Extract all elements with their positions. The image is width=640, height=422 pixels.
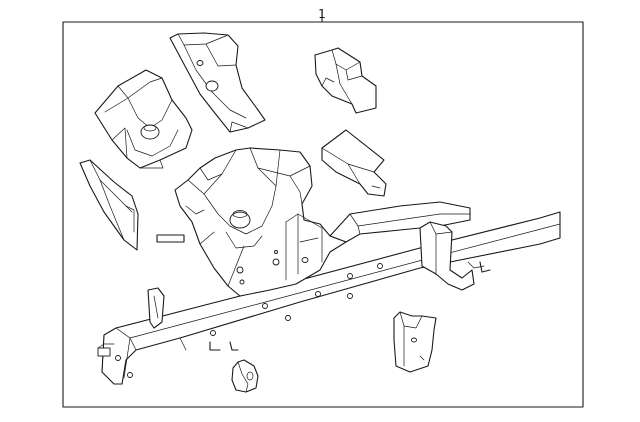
end-brace-right (419, 221, 491, 291)
gusset-left (79, 159, 139, 251)
diagram-frame (62, 21, 584, 408)
callout: 1 (318, 7, 326, 23)
bracket-middle-right (321, 129, 387, 197)
small-tab (156, 234, 185, 243)
wheelhouse-assembly-front (174, 147, 347, 297)
apron-panel-upper (169, 32, 266, 133)
upper-rail (329, 201, 471, 243)
stop-block (231, 359, 259, 393)
wheelhouse-panel-left (94, 69, 193, 169)
bracket-upper-right (314, 47, 377, 114)
vertical-tab (147, 287, 165, 329)
bracket-lower-right (393, 311, 437, 373)
